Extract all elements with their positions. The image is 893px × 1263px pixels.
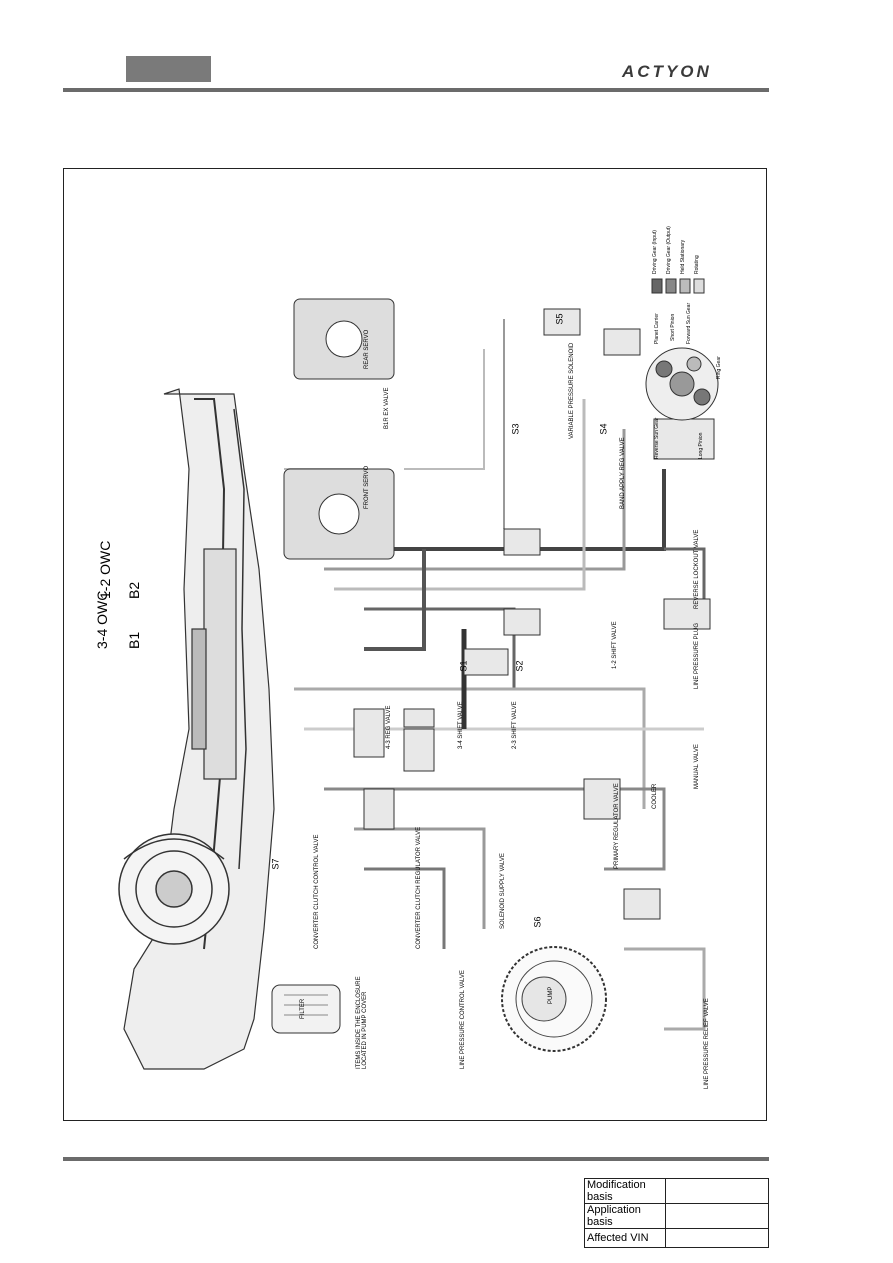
- label-b1r-ex-valve: B1R EX VALVE: [384, 387, 390, 429]
- legend-long-pinion: Long Pinion: [698, 432, 704, 459]
- legend-held-stationary: Held Stationary: [680, 239, 686, 274]
- label-s1: S1: [458, 660, 469, 672]
- label-s7: S7: [270, 858, 281, 870]
- hydraulic-lines: [284, 319, 706, 1031]
- label-variable-pressure-solenoid: VARIABLE PRESSURE SOLENOID: [569, 342, 575, 439]
- label-s3: S3: [510, 423, 521, 435]
- label-2-3-shift-valve: 2-3 SHIFT VALVE: [512, 701, 518, 749]
- legend-planet-carrier: Planet Carrier: [654, 313, 660, 344]
- label-4-3-reg-valve: 4-3 REG VALVE: [386, 705, 392, 749]
- rear-servo-icon: [293, 298, 395, 380]
- label-s4: S4: [598, 423, 609, 435]
- legend-reverse-sun-gear: Reverse Sun Gear: [654, 417, 660, 459]
- modification-basis-label: Modification basis: [584, 1178, 666, 1204]
- label-converter-clutch-regulator-valve: CONVERTER CLUTCH REGULATOR VALVE: [416, 826, 422, 949]
- footer-rule: [63, 1157, 769, 1161]
- label-filter: FILTER: [300, 998, 306, 1019]
- label-band-apply-reg-valve: BAND APPLY REG VALVE: [620, 437, 626, 509]
- legend-swatches: [651, 278, 705, 294]
- label-items-inside-pump-cover: ITEMS INSIDE THE ENCLOSURE LOCATED IN PU…: [356, 976, 368, 1069]
- filter-icon: [271, 984, 341, 1034]
- legend-forward-sun-gear: Forward Sun Gear: [686, 302, 692, 344]
- affected-vin-value: [665, 1228, 769, 1248]
- valve-bodies: [353, 308, 715, 920]
- label-line-pressure-control-valve: LINE PRESSURE CONTROL VALVE: [460, 970, 466, 1069]
- table-row: Application basis: [584, 1203, 769, 1229]
- legend-short-pinion: Short Pinion: [670, 313, 676, 341]
- transmission-case: [123, 388, 275, 1070]
- label-3-4-owc: 3-4 OWC: [94, 590, 110, 649]
- label-manual-valve: MANUAL VALVE: [694, 744, 700, 789]
- label-1-2-owc: 1-2 OWC: [97, 540, 113, 599]
- modification-basis-value: [665, 1178, 769, 1204]
- planetary-gearset-icon: [645, 347, 719, 421]
- label-s5: S5: [554, 313, 565, 325]
- application-basis-label: Application basis: [584, 1203, 666, 1229]
- label-front-servo: FRONT SERVO: [364, 465, 370, 509]
- legend-rotating: Rotating: [694, 255, 700, 274]
- label-converter-clutch-control-valve: CONVERTER CLUTCH CONTROL VALVE: [314, 834, 320, 949]
- table-row: Affected VIN: [584, 1228, 769, 1248]
- label-s2: S2: [514, 660, 525, 672]
- legend-driving-input: Driving Gear (Input): [652, 230, 658, 274]
- header-rule: [63, 88, 769, 92]
- pump-icon: [501, 946, 607, 1052]
- label-b2: B2: [126, 581, 142, 599]
- label-pump: PUMP: [548, 986, 554, 1004]
- label-cooler: COOLER: [652, 783, 658, 809]
- label-reverse-lockout-valve: REVERSE LOCKOUT VALVE: [694, 529, 700, 609]
- label-s6: S6: [532, 916, 543, 928]
- label-1-2-shift-valve: 1-2 SHIFT VALVE: [612, 621, 618, 669]
- front-servo-icon: [283, 468, 395, 560]
- label-line-pressure-plug: LINE PRESSURE PLUG: [694, 622, 700, 689]
- label-b1: B1: [126, 631, 142, 649]
- label-line-pressure-relief-valve: LINE PRESSURE RELIEF VALVE: [704, 998, 710, 1089]
- label-solenoid-supply-valve: SOLENOID SUPPLY VALVE: [500, 853, 506, 929]
- legend-driving-output: Driving Gear (Output): [666, 226, 672, 274]
- application-basis-value: [665, 1203, 769, 1229]
- revision-info-table: Modification basis Application basis Aff…: [584, 1178, 769, 1248]
- torque-converter: [118, 833, 230, 945]
- label-rear-servo: REAR SERVO: [364, 329, 370, 369]
- brand-logo: ACTYON: [622, 62, 712, 81]
- table-row: Modification basis: [584, 1178, 769, 1204]
- hydraulic-circuit-diagram: 3-4 OWC B1 1-2 OWC B2 S1 S2 S3 S4 S5 S6 …: [63, 168, 767, 1121]
- affected-vin-label: Affected VIN: [584, 1228, 666, 1248]
- label-3-4-shift-valve: 3-4 SHIFT VALVE: [458, 701, 464, 749]
- label-primary-regulator-valve: PRIMARY REGULATOR VALVE: [614, 783, 620, 869]
- header-tab-block: [126, 56, 211, 82]
- legend-ring-gear: Ring Gear: [716, 356, 722, 379]
